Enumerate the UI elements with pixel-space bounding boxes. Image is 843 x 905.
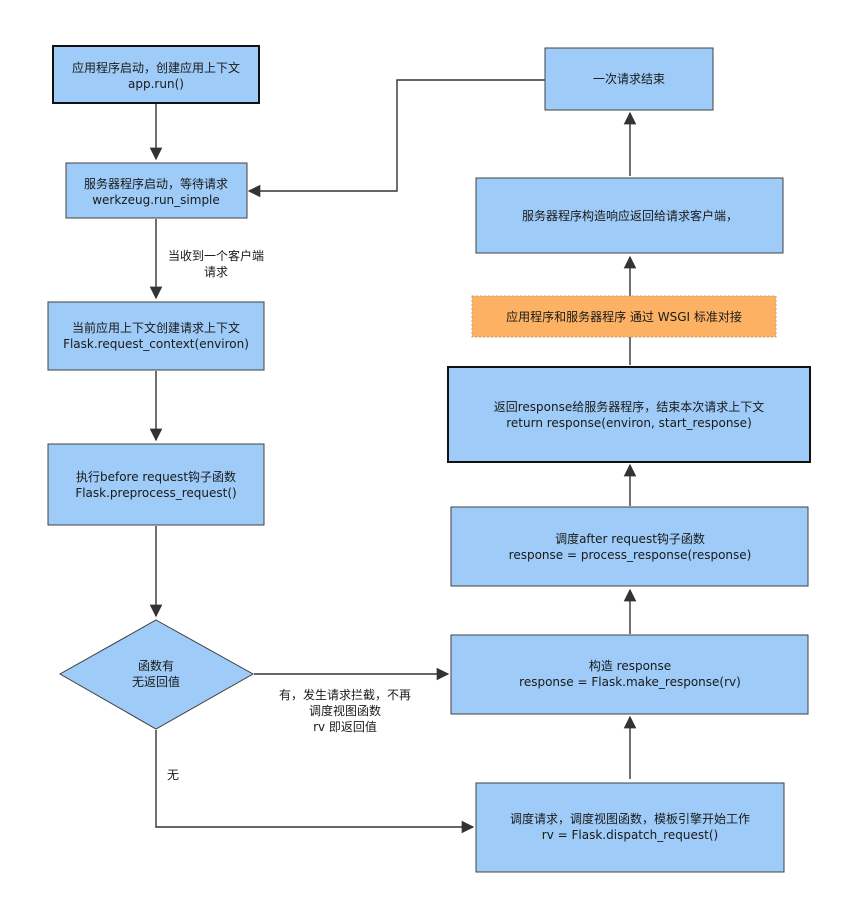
node-server-wait: 服务器程序启动，等待请求 werkzeug.run_simple: [65, 162, 248, 219]
server-respond-box: [475, 177, 784, 254]
node-app-start: 应用程序启动，创建应用上下文 app.run(): [52, 45, 260, 104]
edge-end-to-server-wait: [247, 79, 545, 198]
after-request-box: [450, 506, 809, 587]
app-start-box: [52, 45, 260, 104]
app-start-code: app.run(): [128, 77, 184, 91]
request-end-box: [544, 47, 714, 111]
node-request-end: 一次请求结束: [544, 47, 714, 111]
server-wait-code: werkzeug.run_simple: [92, 193, 220, 207]
server-wait-title: 服务器程序启动，等待请求: [84, 176, 228, 191]
after-request-title: 调度after request钩子函数: [555, 531, 705, 546]
has-return-line3: rv 即返回值: [313, 719, 377, 734]
dispatch-code: rv = Flask.dispatch_request(): [542, 828, 718, 842]
dispatch-box: [475, 782, 785, 873]
no-return-line1: 无: [167, 768, 179, 782]
server-wait-box: [65, 162, 248, 219]
before-request-code: Flask.preprocess_request(): [75, 486, 236, 500]
client-request-line1: 当收到一个客户端: [168, 248, 264, 263]
node-request-context: 当前应用上下文创建请求上下文 Flask.request_context(env…: [47, 301, 265, 371]
edge-label-client-request: 当收到一个客户端 请求: [168, 248, 264, 279]
edge-decision-no-to-dispatch: [155, 730, 475, 834]
make-response-code: response = Flask.make_response(rv): [519, 675, 741, 689]
wsgi-note-box: [471, 295, 777, 338]
node-dispatch: 调度请求，调度视图函数，模板引擎开始工作 rv = Flask.dispatch…: [475, 782, 785, 873]
after-request-code: response = process_response(response): [509, 548, 752, 562]
has-return-line1: 有，发生请求拦截，不再: [279, 687, 411, 702]
node-before-request: 执行before request钩子函数 Flask.preprocess_re…: [47, 443, 265, 526]
before-request-box: [47, 443, 265, 526]
decision-line2: 无返回值: [132, 674, 180, 689]
node-make-response: 构造 response response = Flask.make_respon…: [450, 634, 809, 715]
client-request-line2: 请求: [204, 265, 228, 279]
node-decision: 函数有 无返回值: [58, 619, 255, 730]
decision-diamond: [58, 619, 255, 730]
app-start-title: 应用程序启动，创建应用上下文: [72, 60, 240, 75]
request-end-text: 一次请求结束: [593, 72, 665, 86]
node-after-request: 调度after request钩子函数 response = process_r…: [450, 506, 809, 587]
dispatch-title: 调度请求，调度视图函数，模板引擎开始工作: [510, 811, 750, 826]
make-response-title: 构造 response: [589, 658, 671, 673]
node-wsgi-note: 应用程序和服务器程序 通过 WSGI 标准对接: [471, 295, 777, 338]
request-context-code: Flask.request_context(environ): [63, 337, 249, 351]
request-context-box: [47, 301, 265, 371]
edges: [149, 79, 637, 834]
request-context-title: 当前应用上下文创建请求上下文: [72, 320, 240, 335]
node-return-response: 返回response给服务器程序，结束本次请求上下文 return respon…: [447, 366, 811, 463]
server-respond-text: 服务器程序构造响应返回给请求客户端，: [522, 208, 738, 223]
decision-line1: 函数有: [138, 658, 174, 673]
has-return-line2: 调度视图函数: [309, 703, 381, 718]
node-server-respond: 服务器程序构造响应返回给请求客户端，: [475, 177, 784, 254]
return-response-box: [447, 366, 811, 463]
return-response-code: return response(environ, start_response): [506, 416, 752, 430]
make-response-box: [450, 634, 809, 715]
wsgi-note-text: 应用程序和服务器程序 通过 WSGI 标准对接: [506, 309, 742, 324]
return-response-title: 返回response给服务器程序，结束本次请求上下文: [494, 399, 765, 414]
edge-label-has-return: 有，发生请求拦截，不再 调度视图函数 rv 即返回值: [279, 687, 411, 734]
before-request-title: 执行before request钩子函数: [76, 469, 236, 484]
edge-label-no-return: 无: [167, 768, 179, 782]
